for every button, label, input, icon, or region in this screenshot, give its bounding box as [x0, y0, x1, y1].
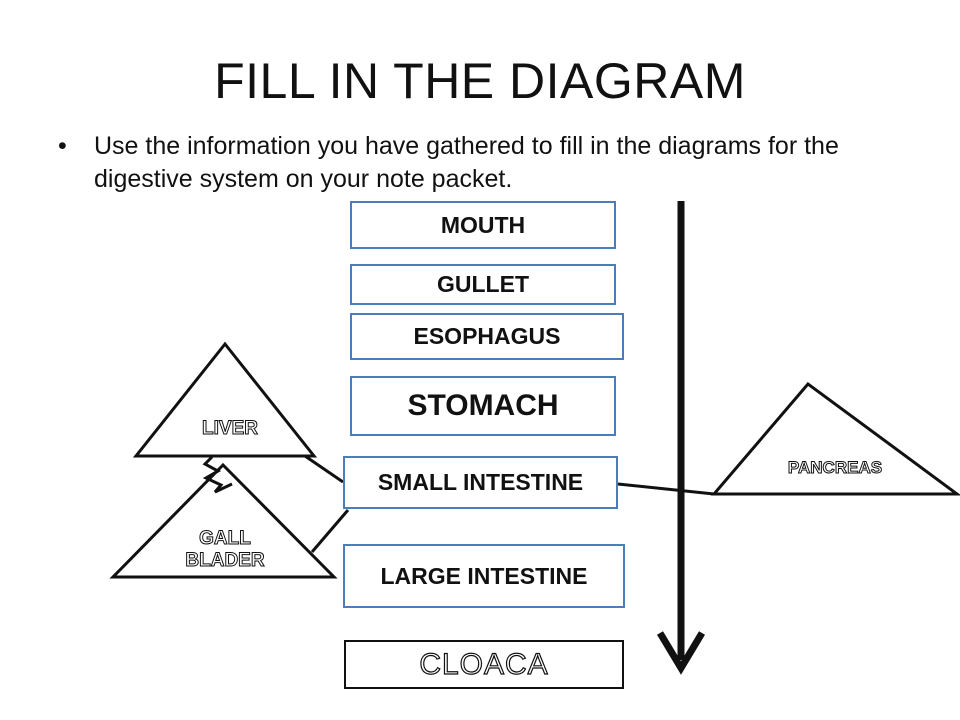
mouth-box: MOUTH [350, 201, 616, 249]
gall-bladder-label: GALL BLADER [185, 528, 265, 572]
pancreas-triangle [710, 381, 960, 496]
bile-duct-line [202, 455, 233, 494]
instruction-text: Use the information you have gathered to… [94, 132, 839, 193]
flow-arrow-head [656, 631, 706, 675]
gall-bladder-connector-line [310, 509, 350, 553]
liver-label: LIVER [202, 418, 259, 440]
stomach-box: STOMACH [350, 376, 616, 436]
large-intestine-box: LARGE INTESTINE [343, 544, 625, 608]
small-intestine-box: SMALL INTESTINE [343, 456, 618, 509]
liver-connector-line [304, 454, 344, 484]
pancreas-label: PANCREAS [787, 458, 883, 478]
liver-triangle [132, 341, 318, 458]
esophagus-box: ESOPHAGUS [350, 313, 624, 360]
pancreas-connector-line [617, 482, 715, 496]
instruction-bullet: • Use the information you have gathered … [58, 130, 918, 196]
gullet-box: GULLET [350, 264, 616, 305]
page-title: FILL IN THE DIAGRAM [214, 53, 746, 109]
cloaca-box: CLOACA [344, 640, 624, 689]
gall-bladder-triangle [109, 462, 338, 579]
bullet-symbol: • [58, 132, 67, 160]
